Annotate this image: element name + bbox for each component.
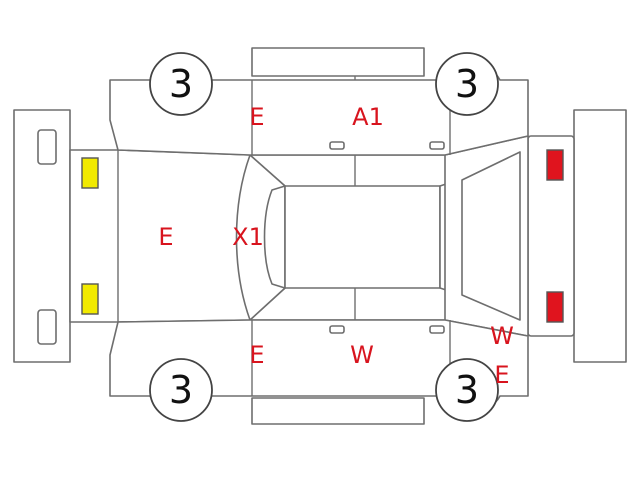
mark-hood: E xyxy=(158,223,173,251)
left-side-panels xyxy=(109,47,529,156)
wheel-rear-right: 3 xyxy=(435,358,499,422)
front-right-lamp xyxy=(81,283,99,315)
mark-rear-corner-top: W xyxy=(490,322,514,350)
wheel-front-right-value: 3 xyxy=(169,368,193,412)
wheel-rear-right-value: 3 xyxy=(455,368,479,412)
mark-right-rear-door: W xyxy=(350,341,374,369)
wheel-rear-left-value: 3 xyxy=(455,62,479,106)
mark-left-rear-door: A1 xyxy=(352,103,384,131)
rear-left-lamp xyxy=(546,149,564,181)
wheel-front-left: 3 xyxy=(149,52,213,116)
wheel-front-right: 3 xyxy=(149,358,213,422)
wheel-rear-left: 3 xyxy=(435,52,499,116)
front-bumper xyxy=(13,109,71,363)
trunk xyxy=(444,135,529,337)
front-left-lamp xyxy=(81,157,99,189)
mark-rear-corner-bottom: E xyxy=(494,361,509,389)
mark-left-front-door: E xyxy=(249,103,264,131)
wheel-front-left-value: 3 xyxy=(169,62,193,106)
mark-windshield: X1 xyxy=(232,223,264,251)
rear-bumper xyxy=(527,109,627,363)
rear-right-lamp xyxy=(546,291,564,323)
mark-right-front-door: E xyxy=(249,341,264,369)
